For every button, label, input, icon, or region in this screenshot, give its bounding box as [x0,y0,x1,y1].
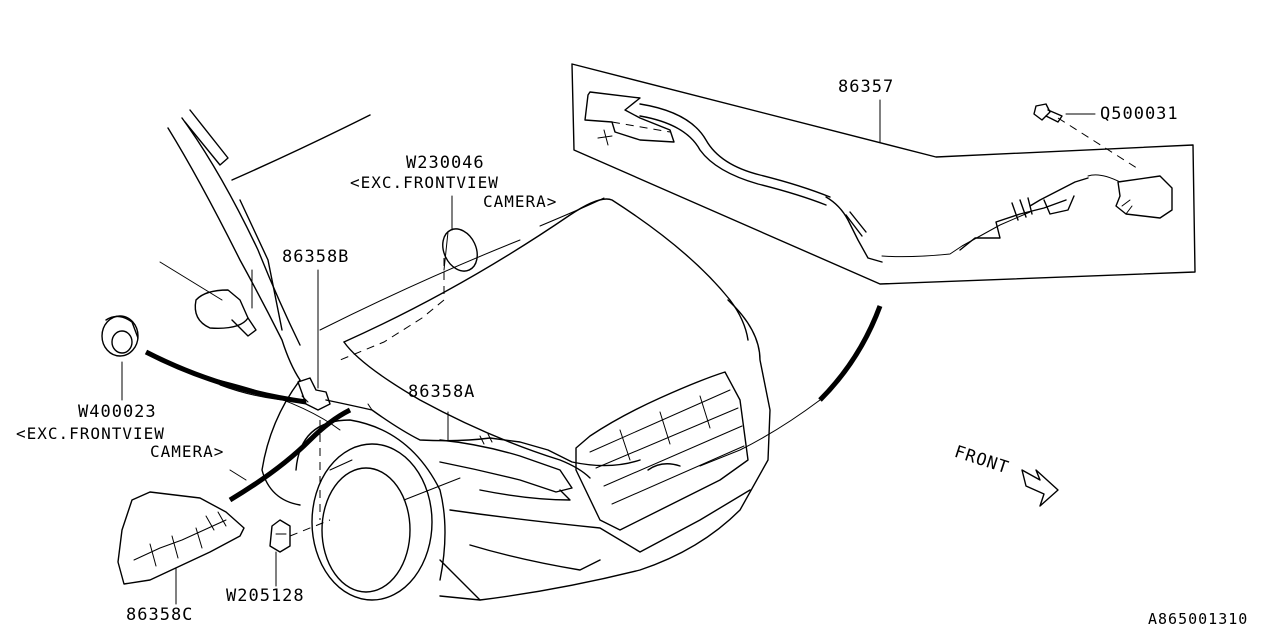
bracket-86358c [117,491,245,585]
callout-86358a: 86358A [408,382,476,402]
diagram-id: A865001310 [1148,610,1249,628]
harness-86358a [325,399,641,467]
note-w400023-line1: <EXC.FRONTVIEW [16,424,165,443]
callout-leaders [121,195,453,605]
bracket-86358b [297,377,331,411]
note-w230046-line1: <EXC.FRONTVIEW [350,173,499,192]
grommet-w400023 [101,315,139,357]
callout-w205128: W205128 [226,586,305,606]
connection-lines [144,305,883,503]
callout-86358c: 86358C [126,605,194,625]
callout-86358b: 86358B [282,247,350,267]
callout-86357: 86357 [838,77,895,97]
note-w230046-line2: CAMERA> [483,192,558,211]
front-arrow-icon [1021,469,1059,507]
clip-w205128 [269,519,291,553]
vehicle-outline [159,109,771,601]
grommet-w230046 [442,228,478,272]
callout-w230046: W230046 [406,153,485,173]
callout-w400023: W400023 [78,402,157,422]
note-w400023-line2: CAMERA> [150,442,225,461]
locator-dashes [289,258,445,537]
detail-inset [571,63,1196,285]
callout-q500031: Q500031 [1100,104,1179,124]
